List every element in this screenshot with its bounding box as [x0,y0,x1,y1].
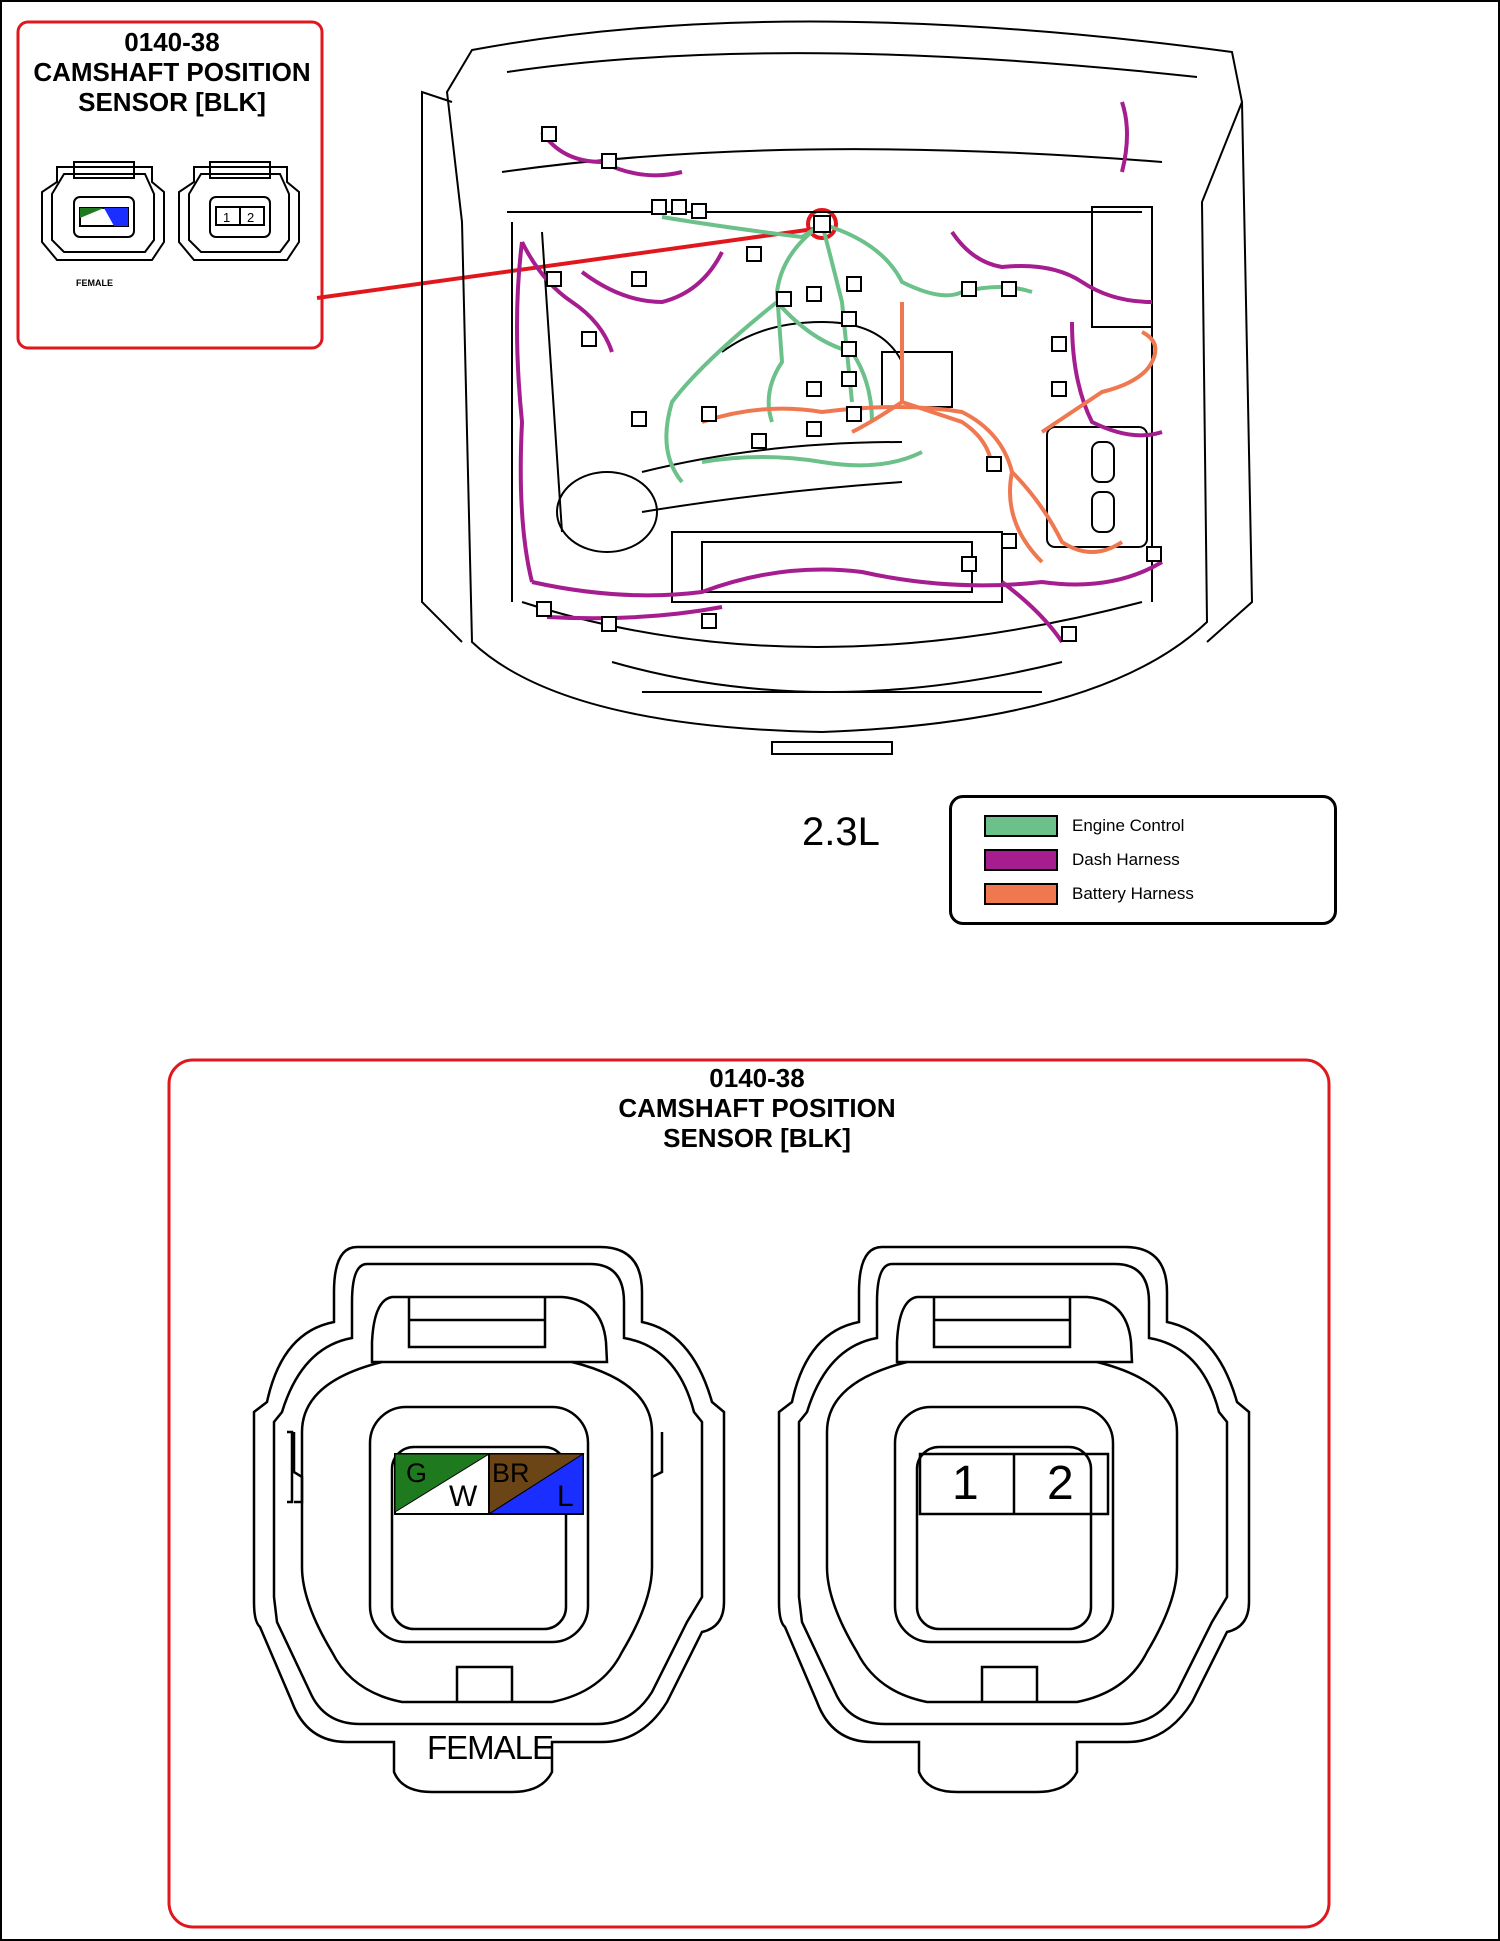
thumbnail-connector-name-1: CAMSHAFT POSITION [33,56,311,87]
legend-label: Engine Control [1072,816,1185,835]
thumbnail-gender-label: FEMALE [76,278,113,288]
legend-swatch-battery-harness [984,883,1058,905]
pin-connector-housing [777,1245,1251,1794]
thumbnail-female-connector [41,161,165,261]
pin-number: 1 [952,1457,979,1510]
thumbnail-connector-name-2: SENSOR [BLK] [78,86,266,117]
female-connector-housing [252,1245,726,1794]
connector-gender-label: FEMALE [427,1729,554,1766]
legend-item-battery-harness: Battery Harness [984,882,1194,906]
legend-label: Battery Harness [1072,884,1194,903]
thumbnail-pin-connector [178,161,300,261]
thumbnail-title: 0140-38 CAMSHAFT POSITION SENSOR [BLK] [22,27,322,118]
pin-cell-green [394,1453,491,1513]
connector-code: 0140-38 [709,1063,805,1093]
callout-leader-line [316,227,815,300]
harness-battery [701,302,1158,564]
wire-color-label: BR [492,1458,530,1488]
pin-number: 2 [1047,1457,1074,1510]
wire-color-label: L [557,1480,574,1513]
legend-swatch-dash-harness [984,849,1058,871]
legend-label: Dash Harness [1072,850,1180,869]
thumbnail-pin-2: 2 [247,210,254,225]
legend-item-engine-control: Engine Control [984,814,1184,838]
wire-color-label: G [406,1458,428,1488]
thumbnail-connector-code: 0140-38 [124,27,220,57]
detail-title: 0140-38 CAMSHAFT POSITION SENSOR [BLK] [462,1063,1052,1154]
legend-item-dash-harness: Dash Harness [984,848,1180,872]
harness-legend: Engine Control Dash Harness Battery Harn… [949,795,1337,925]
harness-dash [515,101,1164,644]
connector-name-line-1: CAMSHAFT POSITION [618,1092,896,1123]
location-marker [806,208,838,240]
connector-name-line-2: SENSOR [BLK] [663,1122,851,1153]
vehicle-engine-bay-drawing [421,20,1254,755]
harness-connectors [536,126,1162,642]
thumbnail-callout-box [16,20,324,350]
legend-swatch-engine-control [984,815,1058,837]
detail-callout-box [167,1058,1331,1929]
wire-color-label: W [449,1480,478,1513]
engine-size-label: 2.3L [802,810,880,854]
thumbnail-pin-1: 1 [223,210,230,225]
